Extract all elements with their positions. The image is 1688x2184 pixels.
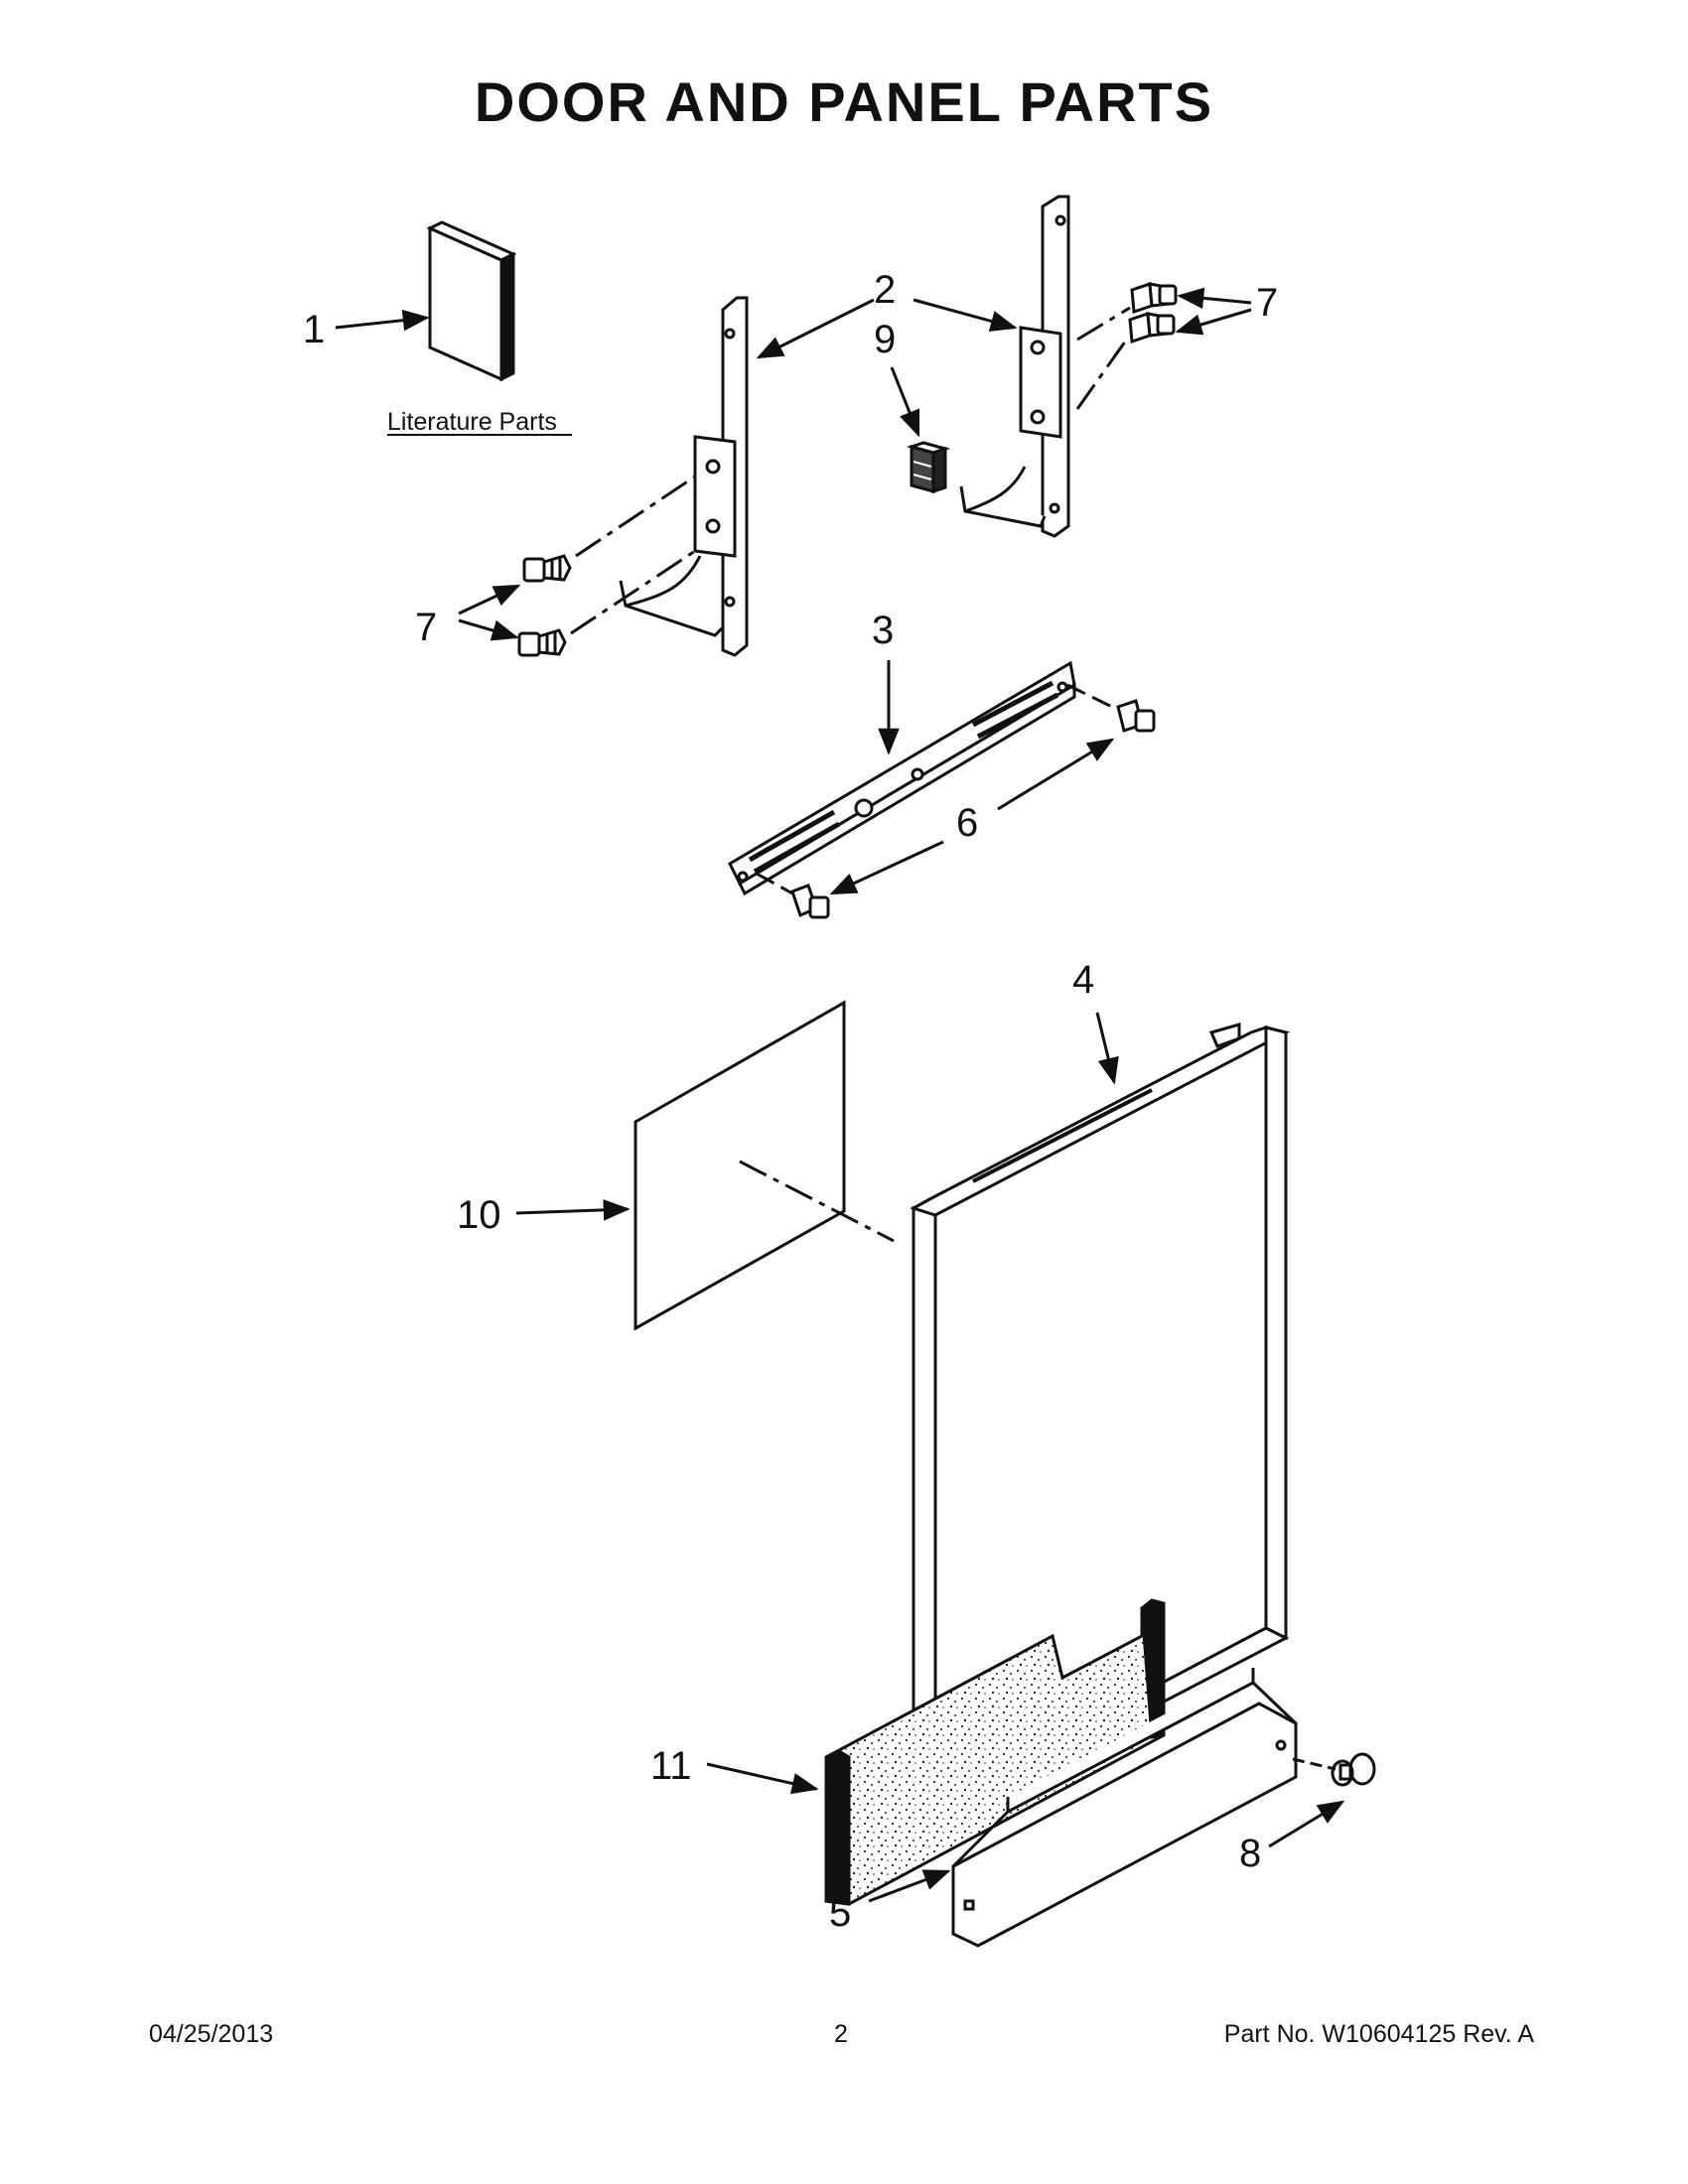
screw-left-upper (522, 554, 572, 583)
door-panel (910, 1023, 1291, 1824)
foam-insulation-strip (824, 1598, 1166, 1906)
screw-right-upper (1130, 281, 1178, 315)
callout-8: 8 (1239, 1832, 1261, 1875)
rail-screw-right (1116, 699, 1156, 733)
screw-left-lower (517, 628, 567, 657)
callout-9: 9 (874, 318, 896, 361)
rail-screw-left (790, 884, 830, 919)
page-title: DOOR AND PANEL PARTS (474, 70, 1214, 133)
door-rail (728, 660, 1076, 896)
left-hinge-bracket (619, 296, 749, 657)
callout-7-left: 7 (415, 606, 437, 649)
callout-11: 11 (650, 1744, 692, 1788)
callout-7-right: 7 (1256, 281, 1278, 325)
footer-page-number: 2 (834, 2020, 848, 2048)
panel-insert-sheet (633, 1000, 846, 1331)
callout-3: 3 (872, 609, 894, 652)
callout-10: 10 (457, 1193, 501, 1237)
callout-6: 6 (956, 801, 978, 845)
callout-2: 2 (874, 268, 896, 312)
callout-5: 5 (829, 1891, 851, 1935)
screw-right-lower (1128, 311, 1176, 344)
right-hinge-bracket (959, 195, 1070, 538)
literature-parts-label: Literature Parts (387, 408, 557, 436)
literature-booklet (426, 220, 517, 382)
callout-1: 1 (303, 308, 325, 351)
footer-date: 04/25/2013 (149, 2020, 274, 2048)
knob-screw (1331, 1752, 1376, 1787)
footer-part-number: Part No. W10604125 Rev. A (1223, 2020, 1534, 2048)
lower-access-panel (951, 1668, 1298, 1948)
callout-4: 4 (1072, 958, 1094, 1002)
clip-part (906, 441, 951, 494)
